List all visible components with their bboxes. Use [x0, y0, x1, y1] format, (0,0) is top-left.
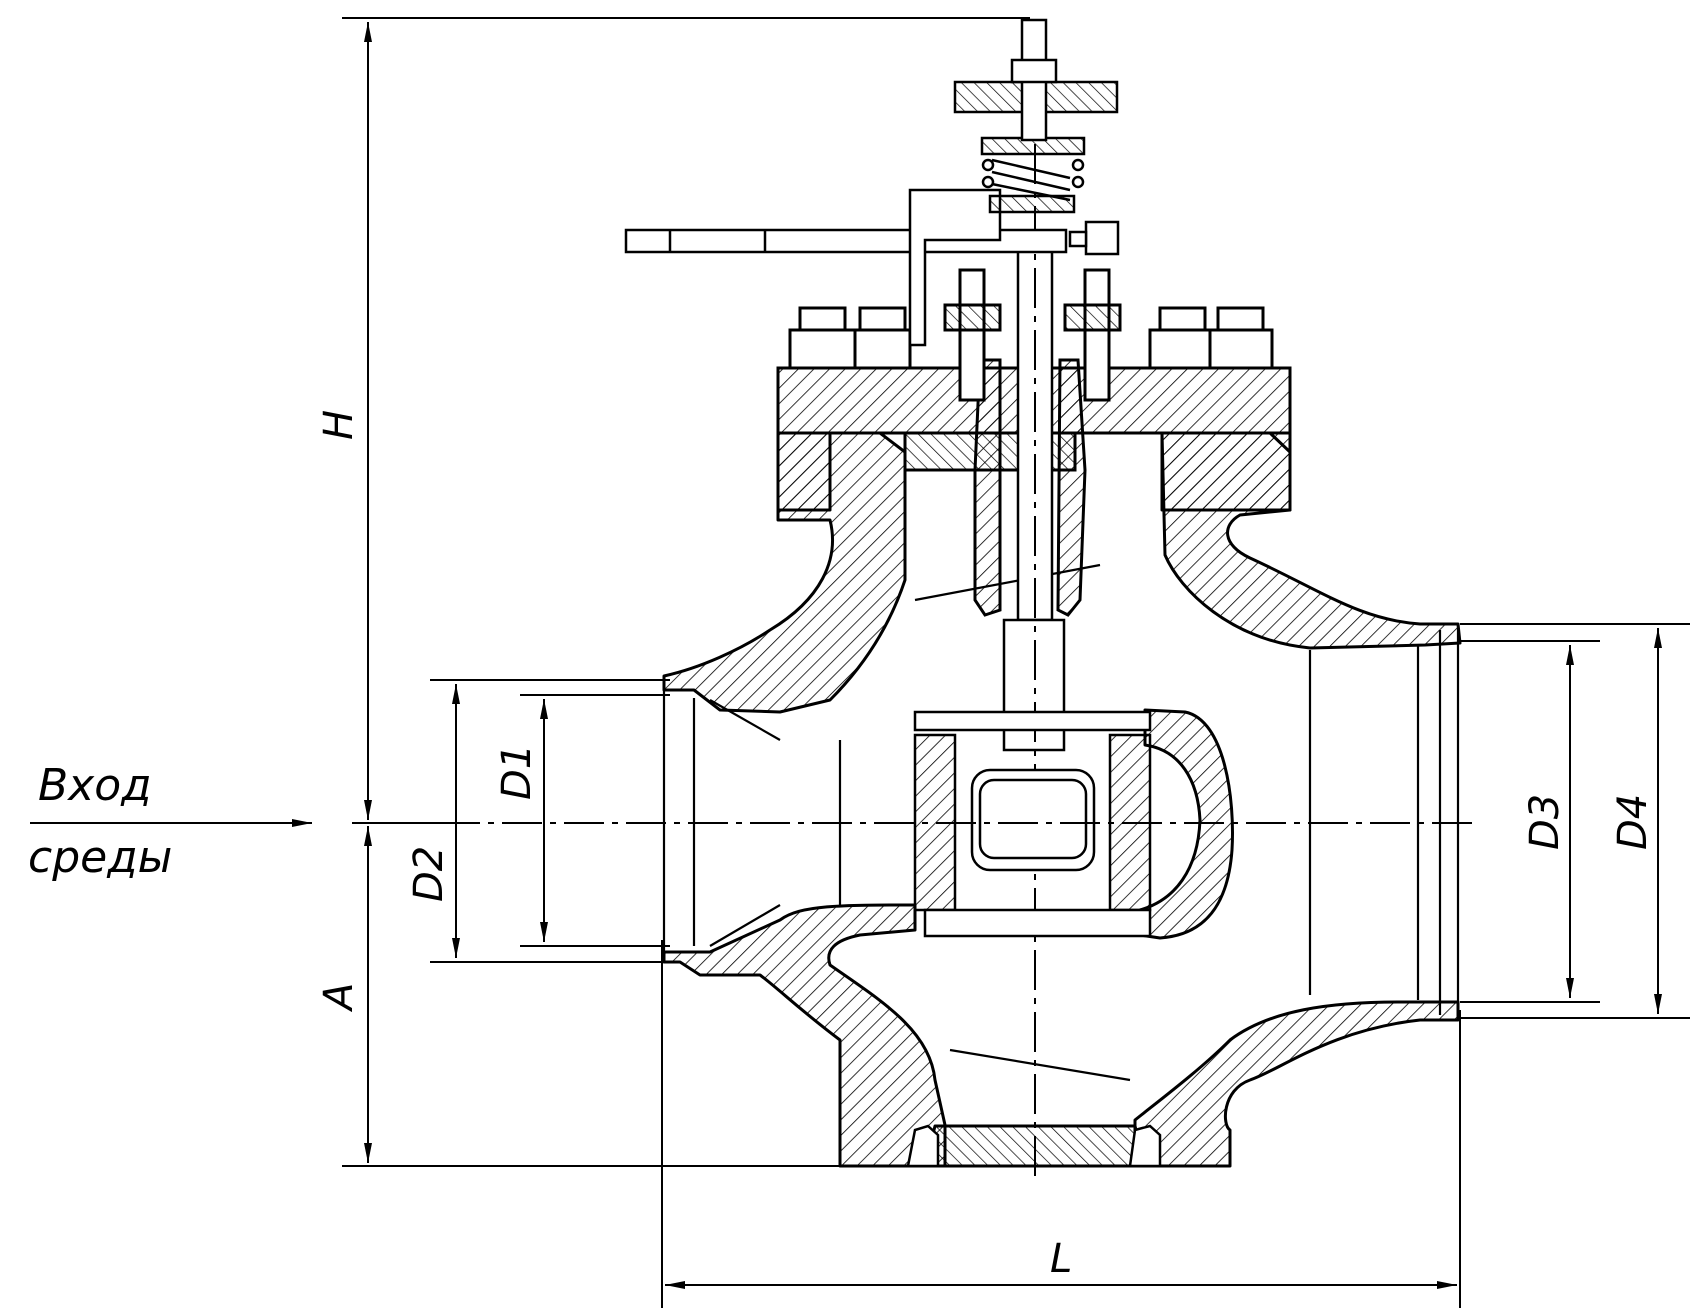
dim-label-D4: D4 [1610, 794, 1656, 850]
dimension-lines [30, 17, 1690, 1308]
valve-body [662, 431, 1462, 1168]
inlet-label-line2: среды [28, 832, 172, 883]
bottom-studs [906, 1124, 1162, 1168]
dim-label-A: A [316, 983, 362, 1013]
dim-label-H: H [316, 410, 362, 440]
dim-label-L: L [1050, 1236, 1072, 1282]
valve-stem [1002, 20, 1066, 1180]
dim-label-D3: D3 [1522, 794, 1568, 850]
dim-label-D2: D2 [406, 846, 452, 902]
actuator-top [624, 18, 1120, 347]
inlet-label-line1: Вход [38, 760, 152, 811]
valve-cage [913, 710, 1152, 938]
dim-label-D1: D1 [494, 744, 540, 800]
